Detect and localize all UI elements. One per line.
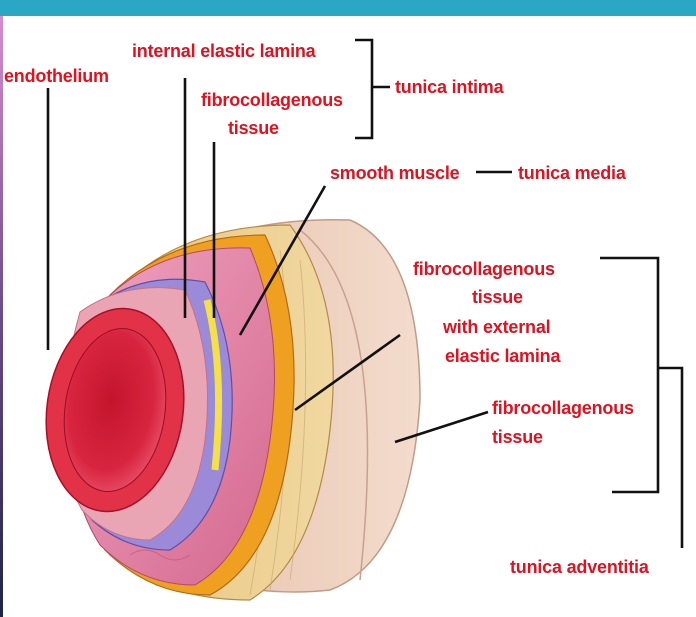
label-smooth-muscle: smooth muscle (330, 163, 460, 183)
label-fibrocollagenous-2b: tissue (492, 427, 543, 447)
adventitia-bracket (600, 258, 658, 492)
label-tunica-intima: tunica intima (395, 77, 505, 97)
label-fibrocollagenous-1a: fibrocollagenous (201, 90, 343, 110)
label-fibrocollagenous-2a: fibrocollagenous (492, 398, 634, 418)
label-fibrocollagenous-1b: tissue (228, 118, 279, 138)
adventitia-connector (658, 368, 682, 548)
tunica-intima-bracket (355, 40, 372, 138)
label-tunica-media: tunica media (518, 163, 627, 183)
label-fibro-ext-1: fibrocollagenous (413, 259, 555, 279)
label-fibro-ext-2: tissue (472, 287, 523, 307)
label-fibro-ext-4: elastic lamina (445, 346, 561, 366)
label-tunica-adventitia: tunica adventitia (510, 557, 650, 577)
artery-illustration (33, 220, 420, 600)
label-endothelium: endothelium (4, 66, 109, 86)
label-internal-elastic-lamina: internal elastic lamina (132, 41, 317, 61)
label-fibro-ext-3: with external (442, 317, 550, 337)
